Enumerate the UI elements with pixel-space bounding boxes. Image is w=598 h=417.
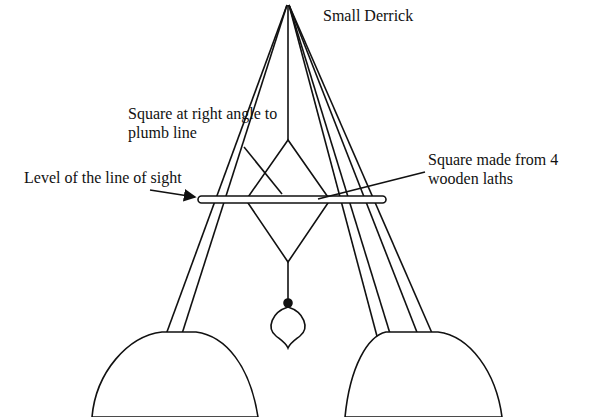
callout-label: Square made from 4 wooden laths [428,150,590,188]
callout-label: Level of the line of sight [24,168,224,187]
part-name: Small Derrick [323,6,483,25]
callout-label: Square at right angle to plumb line [128,104,278,142]
